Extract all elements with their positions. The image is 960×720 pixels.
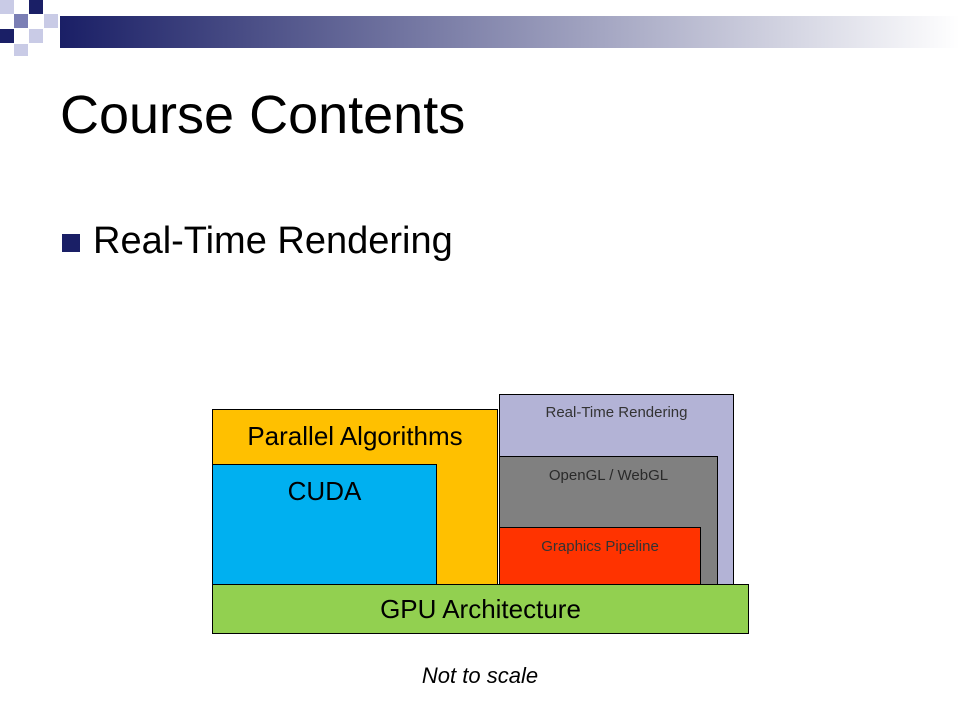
banner-square xyxy=(29,29,43,43)
bullet-square-icon xyxy=(62,234,80,252)
banner-decoration xyxy=(0,0,960,56)
realtime-rendering-label: Real-Time Rendering xyxy=(545,404,688,421)
banner-square xyxy=(29,0,43,14)
banner-square xyxy=(44,14,58,28)
banner-square xyxy=(14,44,28,56)
gpu-architecture-label: GPU Architecture xyxy=(380,594,581,624)
opengl-webgl-label: OpenGL / WebGL xyxy=(548,467,669,484)
parallel-algorithms-label: Parallel Algorithms xyxy=(247,421,463,451)
banner-square xyxy=(0,0,14,14)
slide-title: Course Contents xyxy=(60,85,466,145)
banner-gradient-bar xyxy=(60,16,960,48)
graphics-pipeline-label: Graphics Pipeline xyxy=(541,538,659,555)
banner-square xyxy=(14,14,28,28)
banner-square xyxy=(0,29,14,43)
cuda-box: CUDA xyxy=(212,464,437,586)
footnote: Not to scale xyxy=(421,663,539,688)
header-banner xyxy=(0,0,960,56)
cuda-label: CUDA xyxy=(287,476,362,506)
graphics-pipeline-box: Graphics Pipeline xyxy=(499,527,701,586)
gpu-architecture-box: GPU Architecture xyxy=(212,584,749,634)
bullet-text: Real-Time Rendering xyxy=(93,220,453,262)
